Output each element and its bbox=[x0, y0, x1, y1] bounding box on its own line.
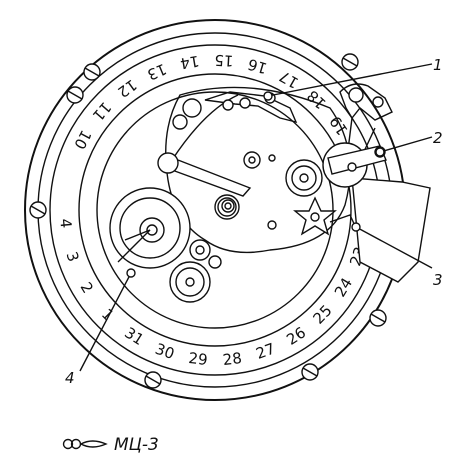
date-ring-number: 13 bbox=[145, 60, 170, 84]
leader-lines bbox=[79, 63, 433, 372]
center-plate-details bbox=[157, 94, 277, 230]
date-ring-number: 15 bbox=[214, 51, 234, 70]
case-screws bbox=[29, 53, 387, 389]
screw bbox=[341, 53, 359, 71]
screw bbox=[29, 201, 47, 219]
callout-label-3: 3 bbox=[433, 271, 443, 289]
date-ring-number: 10 bbox=[70, 127, 95, 152]
date-ring-number: 12 bbox=[114, 76, 140, 102]
screw bbox=[301, 363, 319, 381]
right-gear bbox=[285, 159, 323, 197]
date-ring-number: 19 bbox=[326, 113, 352, 139]
caption: МЦ-3 bbox=[62, 435, 159, 455]
screw bbox=[83, 63, 101, 81]
callout-labels: 1 2 3 4 bbox=[65, 56, 443, 387]
star-wheel bbox=[293, 196, 357, 236]
date-ring-number: 1 bbox=[98, 305, 118, 324]
date-ring-number: 26 bbox=[283, 323, 309, 348]
callout-label-1: 1 bbox=[433, 56, 443, 74]
date-ring-number: 28 bbox=[222, 349, 243, 369]
date-ring-number: 27 bbox=[253, 340, 277, 363]
screw bbox=[369, 309, 387, 327]
date-ring-number: 11 bbox=[89, 98, 115, 124]
date-ring-number: 16 bbox=[246, 55, 269, 78]
date-ring-number: 25 bbox=[309, 301, 335, 327]
caption-text: МЦ-3 bbox=[114, 435, 159, 455]
date-ring-number: 31 bbox=[121, 324, 147, 349]
callout-label-4: 4 bbox=[65, 369, 75, 387]
hand-pointer-icon bbox=[62, 438, 108, 450]
date-ring-number: 2 bbox=[77, 279, 97, 296]
date-ring-number: 17 bbox=[276, 67, 301, 92]
movement-plate bbox=[165, 86, 351, 254]
screw bbox=[144, 371, 162, 389]
date-lever bbox=[322, 142, 387, 188]
balance-spring bbox=[214, 194, 240, 220]
date-ring-number: 3 bbox=[62, 249, 82, 264]
date-ring-number: 4 bbox=[56, 218, 75, 229]
date-ring-number: 29 bbox=[188, 349, 209, 369]
gear-train bbox=[109, 187, 222, 303]
date-ring-number: 14 bbox=[179, 52, 201, 73]
date-ring-number: 30 bbox=[153, 340, 177, 363]
screw bbox=[66, 86, 84, 104]
date-ring-number: 24 bbox=[331, 275, 356, 301]
callout-label-2: 2 bbox=[433, 129, 443, 147]
